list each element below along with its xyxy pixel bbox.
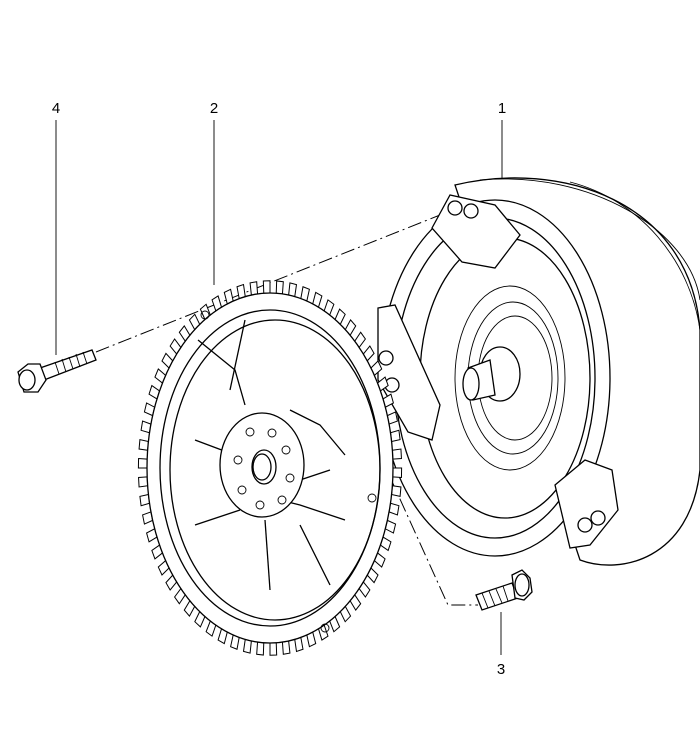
gear-tooth	[391, 485, 402, 497]
gear-tooth	[242, 638, 252, 654]
flexplate	[137, 280, 403, 656]
mounting-pad-top	[431, 194, 521, 269]
ring-gear-teeth	[137, 280, 403, 656]
mounting-pad-left	[377, 304, 441, 441]
gear-tooth	[275, 280, 284, 295]
long-bolt	[17, 349, 97, 393]
gear-tooth	[138, 439, 149, 451]
mounting-pad-bottom	[554, 459, 619, 549]
callout-flexplate: 2	[209, 100, 219, 117]
gear-tooth	[249, 281, 259, 296]
short-bolt	[475, 569, 533, 611]
callout-long-bolt: 4	[51, 100, 61, 117]
callout-short-bolt: 3	[496, 661, 506, 678]
gear-tooth	[391, 448, 402, 460]
gear-tooth	[138, 476, 149, 488]
torque-converter	[377, 177, 700, 566]
gear-tooth	[256, 641, 265, 656]
gear-tooth	[281, 640, 291, 655]
gear-tooth	[392, 467, 403, 479]
alignment-lines	[95, 214, 478, 606]
leader-lines	[55, 120, 503, 655]
gear-tooth	[262, 280, 271, 294]
gear-tooth	[137, 457, 148, 469]
gear-tooth	[269, 642, 278, 656]
gear-tooth	[288, 282, 298, 298]
callout-converter: 1	[497, 100, 507, 117]
